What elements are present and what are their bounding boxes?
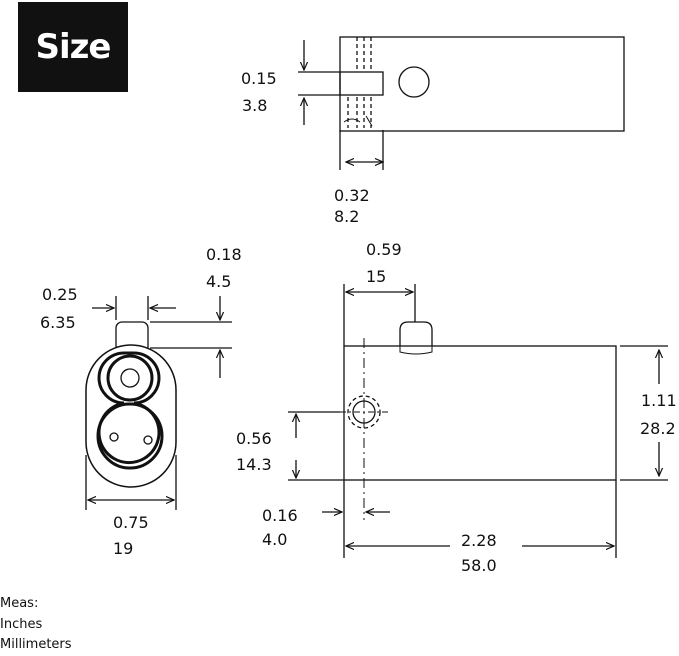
top-view-width-mm: 8.2 xyxy=(334,207,359,226)
front-view-tab-height-inches: 0.18 xyxy=(206,245,242,264)
size-title: Size xyxy=(35,27,112,67)
side-view-tab xyxy=(399,321,433,346)
side-view-top-inches: 0.59 xyxy=(366,240,402,259)
top-view-width-inches: 0.32 xyxy=(334,186,370,205)
top-view-hidden-lines xyxy=(347,37,372,128)
front-view-pin-right xyxy=(143,435,153,445)
front-view xyxy=(85,296,232,510)
side-view-offset-mm: 4.0 xyxy=(262,530,287,549)
top-view-height-inches: 0.15 xyxy=(241,69,277,88)
side-view-height-inches: 1.11 xyxy=(641,391,677,410)
front-view-figure8 xyxy=(97,351,161,465)
front-view-width-inches: 0.75 xyxy=(113,513,149,532)
front-view-hole xyxy=(120,368,140,388)
front-view-tab-width-mm: 6.35 xyxy=(40,313,76,332)
front-view-outer-body xyxy=(85,344,177,488)
side-view-offset-inches: 0.16 xyxy=(262,506,298,525)
size-badge: Size xyxy=(18,2,128,92)
side-view-mid-mm: 14.3 xyxy=(236,455,272,474)
top-view-height-mm: 3.8 xyxy=(242,96,267,115)
legend-meas: Meas: xyxy=(0,596,39,611)
side-view-body xyxy=(343,345,617,481)
front-view-tab-width-inches: 0.25 xyxy=(42,285,78,304)
side-view-height-mm: 28.2 xyxy=(640,419,676,438)
front-view-width-mm: 19 xyxy=(113,539,133,558)
legend-millimeters: Millimeters xyxy=(0,637,72,652)
top-view-tab xyxy=(339,71,384,96)
front-view-pin-left xyxy=(109,432,119,442)
side-view-length-mm: 58.0 xyxy=(461,556,497,575)
front-view-tab-height-mm: 4.5 xyxy=(206,272,231,291)
side-view-mid-inches: 0.56 xyxy=(236,429,272,448)
legend-inches: Inches xyxy=(0,616,43,632)
side-view-length-inches: 2.28 xyxy=(461,531,497,550)
top-view xyxy=(298,36,625,170)
side-view xyxy=(288,284,668,558)
side-view-top-mm: 15 xyxy=(366,267,386,286)
top-view-hole xyxy=(398,66,430,98)
